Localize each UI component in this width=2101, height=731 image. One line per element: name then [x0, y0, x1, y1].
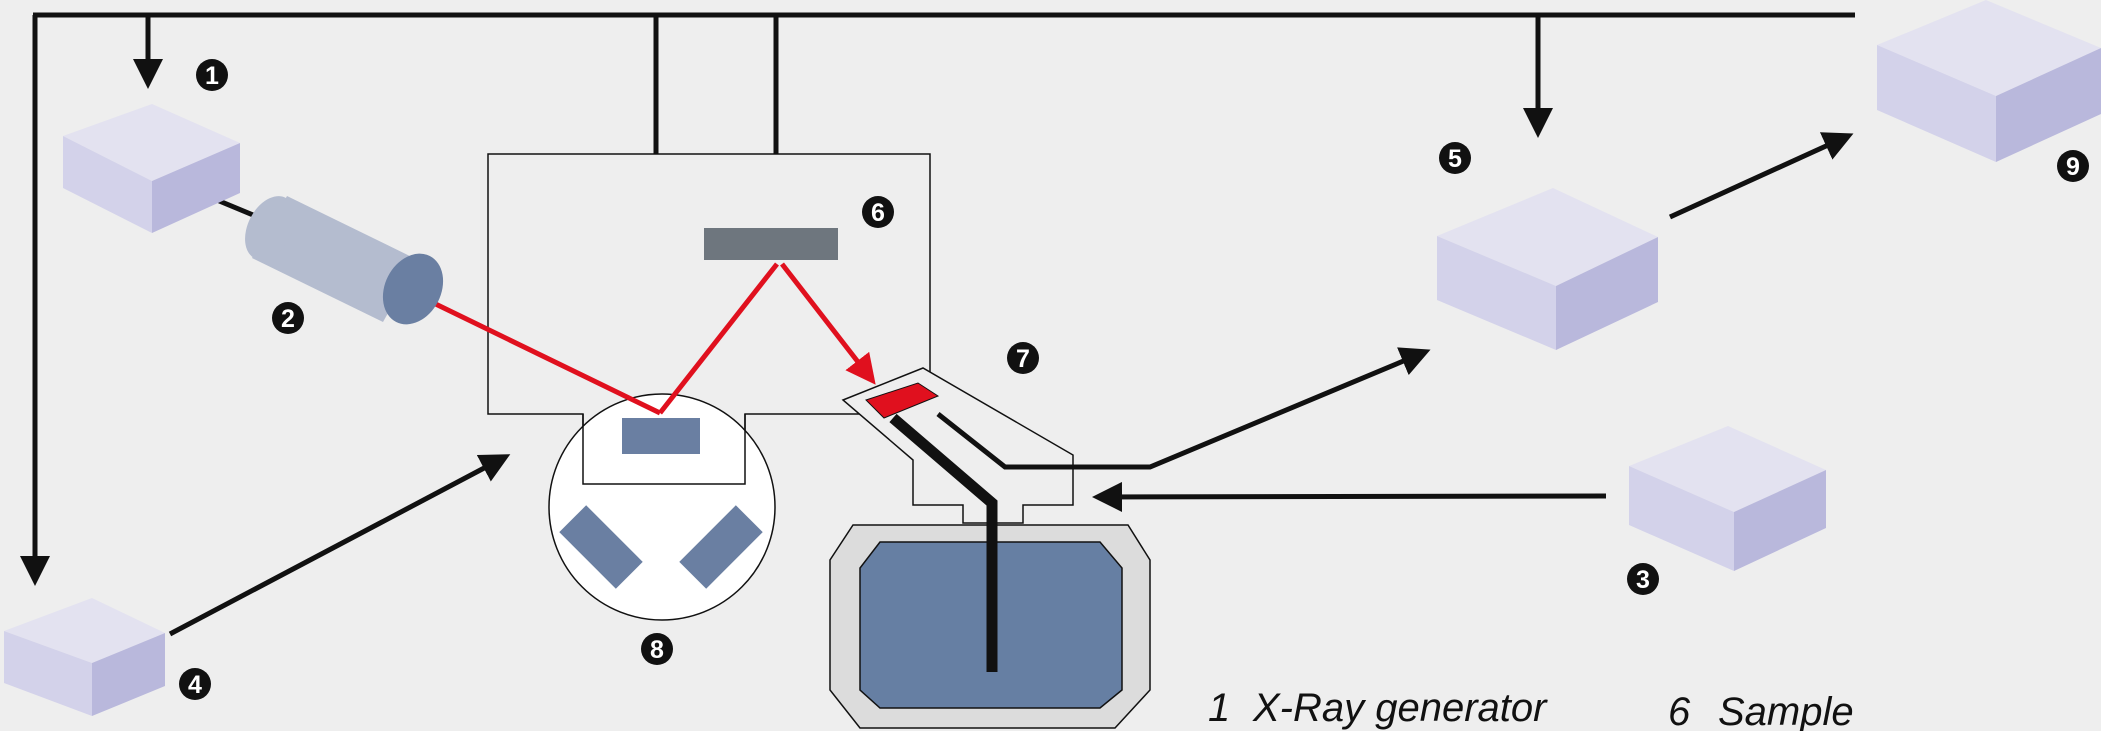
chamber [487, 153, 931, 621]
detector-crystal-right [679, 505, 763, 589]
box-3-top [1629, 426, 1826, 512]
badge-1: 1 [196, 59, 228, 91]
detector-window [865, 382, 940, 419]
badge-8-circle [641, 633, 673, 665]
badge-6: 6 [862, 196, 894, 228]
arrow-3-to-detector [1092, 481, 1607, 512]
box-4-right [92, 633, 165, 716]
chamber-neck [582, 414, 746, 485]
detector-assembly [829, 347, 1431, 729]
badge-7-number: 7 [1016, 345, 1030, 373]
arrow-4-to-chamber [168, 454, 511, 637]
badge-8: 8 [641, 633, 673, 665]
badge-1-circle [196, 59, 228, 91]
box-1-left [63, 136, 152, 233]
beam-to-sample [658, 262, 779, 415]
badge-9: 9 [2057, 150, 2089, 182]
legend-number-6: 6 [1668, 690, 1691, 731]
number-badges: 1 2 3 4 5 6 7 8 [179, 59, 2089, 700]
arrow-5-to-9 [1668, 132, 1854, 220]
box-3-right [1734, 470, 1826, 571]
badge-3-circle [1627, 563, 1659, 595]
box-5-top [1437, 188, 1658, 286]
badge-2: 2 [272, 302, 304, 334]
box-3-left [1629, 466, 1734, 571]
badge-3-number: 3 [1636, 566, 1650, 594]
box-9-right [1996, 48, 2101, 162]
xray-beam [413, 262, 876, 416]
badge-2-circle [272, 302, 304, 334]
badge-9-circle [2057, 150, 2089, 182]
tube-face [382, 253, 444, 325]
box-9 [1877, 0, 2101, 162]
badge-3: 3 [1627, 563, 1659, 595]
badge-5-circle [1439, 142, 1471, 174]
legend-number-1: 1 [1208, 686, 1230, 730]
signal-arrows [168, 132, 1854, 637]
badge-5-number: 5 [1448, 145, 1462, 173]
badge-5: 5 [1439, 142, 1471, 174]
legend-label-6: Sample [1718, 690, 1854, 731]
legend-label-1: X-Ray generator [1252, 686, 1548, 730]
beam-to-detector [780, 262, 876, 385]
badge-4: 4 [179, 668, 211, 700]
legend: 1 X-Ray generator 6 Sample [1208, 686, 1854, 731]
badge-7: 7 [1007, 342, 1039, 374]
box-5 [1437, 188, 1658, 350]
box-9-top [1877, 0, 2101, 96]
box-9-left [1877, 45, 1996, 162]
detector-crystal-left [559, 505, 643, 589]
beam-to-crystal [413, 291, 662, 416]
box-1-right [152, 143, 240, 233]
analyzer-crystal [622, 418, 700, 454]
cold-finger [889, 413, 998, 672]
badge-4-circle [179, 668, 211, 700]
box-5-right [1556, 237, 1658, 350]
tube-back [245, 196, 295, 260]
box-4 [4, 598, 165, 716]
badge-6-circle [862, 196, 894, 228]
badge-9-number: 9 [2066, 153, 2080, 181]
badge-6-number: 6 [871, 199, 885, 227]
box-4-left [4, 631, 92, 716]
box-3 [1629, 426, 1826, 571]
sample-plate [704, 228, 838, 260]
badge-8-number: 8 [650, 636, 664, 664]
badge-1-number: 1 [205, 62, 219, 90]
box-1 [63, 104, 240, 233]
box-1-top [63, 104, 240, 181]
badge-2-number: 2 [281, 305, 295, 333]
box-5-left [1437, 236, 1556, 350]
detector-signal-line [936, 347, 1431, 470]
box-4-top [4, 598, 165, 663]
xray-tube [187, 185, 444, 325]
badge-4-number: 4 [188, 671, 202, 699]
badge-7-circle [1007, 342, 1039, 374]
